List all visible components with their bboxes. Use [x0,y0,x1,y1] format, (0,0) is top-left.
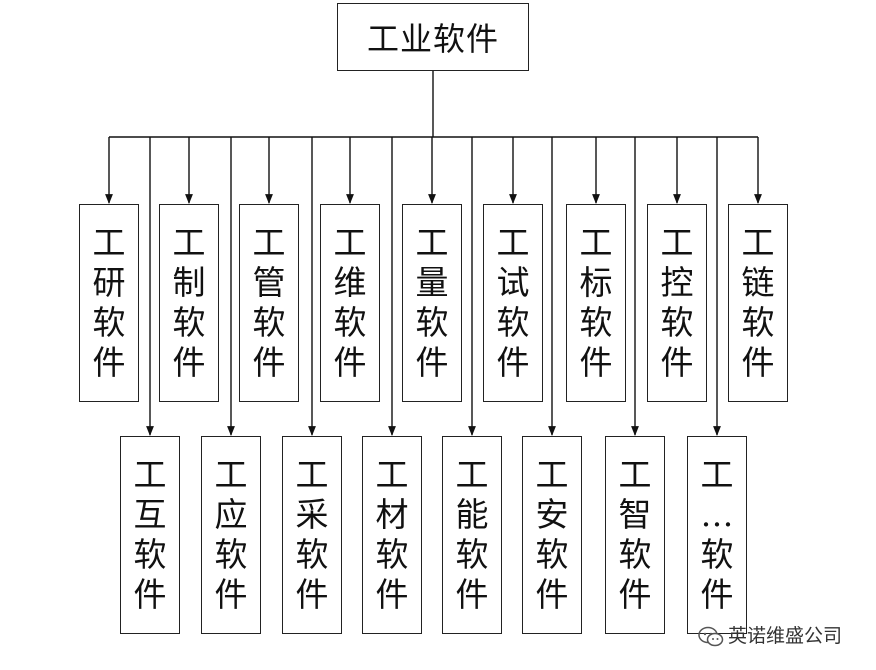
bottom-box-char: 工 [455,455,489,494]
bottom-box-char: 软 [700,535,734,574]
bottom-box-char: 工 [535,455,569,494]
bottom-box-6: 工智软件 [605,436,665,634]
bottom-box-char: 互 [133,495,167,534]
top-box-char: 软 [660,303,694,342]
top-box-7: 工控软件 [647,204,707,402]
top-box-char: 件 [92,343,126,382]
watermark-text: 英诺维盛公司 [727,625,842,647]
bottom-box-5: 工安软件 [522,436,582,634]
bottom-box-char: 工 [700,455,734,494]
top-box-char: 维 [333,263,367,302]
top-box-0: 工研软件 [79,204,139,402]
bottom-box-char: 安 [535,495,569,534]
top-box-1: 工制软件 [159,204,219,402]
bottom-box-char: 材 [375,495,409,534]
top-box-char: 制 [172,263,206,302]
top-box-char: 件 [660,343,694,382]
top-box-char: 标 [579,263,613,302]
top-box-char: 件 [333,343,367,382]
bottom-box-char: 软 [618,535,652,574]
bottom-box-char: 工 [214,455,248,494]
bottom-box-char: 件 [455,575,489,614]
bottom-box-0: 工互软件 [120,436,180,634]
top-box-6: 工标软件 [566,204,626,402]
top-box-5: 工试软件 [483,204,543,402]
bottom-box-char: 件 [700,575,734,614]
top-box-char: 件 [496,343,530,382]
top-box-char: 研 [92,263,126,302]
bottom-box-char: 软 [133,535,167,574]
top-box-char: 工 [92,223,126,262]
top-box-char: 工 [741,223,775,262]
top-box-char: 软 [496,303,530,342]
bottom-box-char: 工 [133,455,167,494]
wechat-icon [698,626,724,647]
root-label: 工业软件 [366,20,499,58]
bottom-box-char: 件 [375,575,409,614]
top-box-char: 软 [172,303,206,342]
bottom-box-char: 软 [375,535,409,574]
bottom-box-4: 工能软件 [442,436,502,634]
bottom-box-char: 件 [618,575,652,614]
top-box-char: 工 [496,223,530,262]
top-box-char: 链 [741,263,775,302]
bottom-box-char: 件 [535,575,569,614]
top-box-char: 试 [496,263,530,302]
bottom-box-2: 工采软件 [282,436,342,634]
bottom-box-7: 工…软件 [687,436,747,634]
top-box-char: 软 [579,303,613,342]
top-box-char: 软 [333,303,367,342]
bottom-box-char: 工 [295,455,329,494]
top-box-char: 件 [579,343,613,382]
top-box-char: 量 [415,263,449,302]
top-box-char: 件 [252,343,286,382]
bottom-box-char: 工 [618,455,652,494]
top-box-char: 软 [252,303,286,342]
top-box-char: 工 [660,223,694,262]
bottom-box-char: 软 [535,535,569,574]
bottom-box-char: 智 [618,495,652,534]
top-box-char: 工 [252,223,286,262]
top-box-3: 工维软件 [320,204,380,402]
top-box-char: 工 [415,223,449,262]
bottom-box-char: 软 [455,535,489,574]
bottom-box-char: 软 [214,535,248,574]
top-box-2: 工管软件 [239,204,299,402]
bottom-box-1: 工应软件 [201,436,261,634]
bottom-box-char: 软 [295,535,329,574]
bottom-box-3: 工材软件 [362,436,422,634]
top-box-char: 控 [660,263,694,302]
top-box-char: 软 [741,303,775,342]
top-box-char: 件 [415,343,449,382]
root-box: 工业软件 [337,3,529,71]
top-box-8: 工链软件 [728,204,788,402]
bottom-box-char: 工 [375,455,409,494]
bottom-box-char: … [700,495,734,534]
bottom-box-char: 能 [455,495,489,534]
top-box-char: 件 [741,343,775,382]
bottom-box-char: 件 [295,575,329,614]
top-box-char: 软 [415,303,449,342]
top-box-char: 工 [579,223,613,262]
top-box-char: 管 [252,263,286,302]
top-box-char: 工 [333,223,367,262]
bottom-box-char: 采 [295,495,329,534]
bottom-box-char: 件 [133,575,167,614]
bottom-box-char: 应 [214,495,248,534]
top-box-char: 件 [172,343,206,382]
bottom-box-char: 件 [214,575,248,614]
top-box-char: 软 [92,303,126,342]
top-box-char: 工 [172,223,206,262]
top-box-4: 工量软件 [402,204,462,402]
